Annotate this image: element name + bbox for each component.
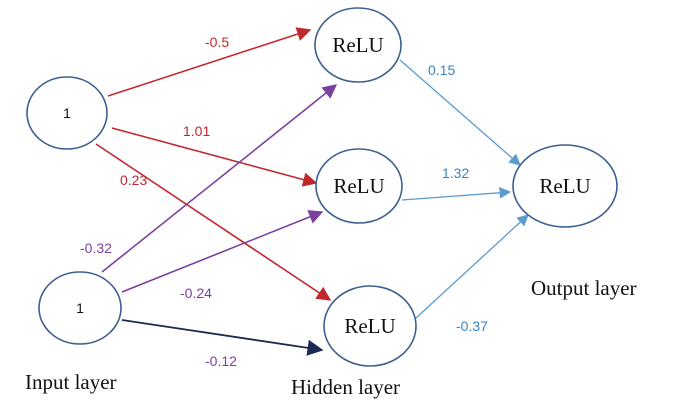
weight-label-in2-h1: -0.32 [80,240,112,256]
hidden-layer-label: Hidden layer [291,375,400,399]
weight-label-h1-out: 0.15 [428,62,455,78]
weight-label-h2-out: 1.32 [442,165,469,181]
hidden-node-3-label: ReLU [344,314,395,338]
hidden-node-1: ReLU [314,7,402,83]
edge-input2-hidden3 [121,319,324,356]
output-node-label: ReLU [539,174,590,198]
edge-input1-hidden3 [95,143,332,301]
hidden-node-2-label: ReLU [333,174,384,198]
edge-hidden2-output [401,186,512,201]
hidden-node-3: ReLU [323,285,417,367]
input-node-2-label: 1 [76,300,84,316]
weight-label-in1-h2: 1.01 [183,123,210,139]
input-layer-label: Input layer [25,370,117,394]
weight-label-in2-h2: -0.24 [180,285,212,301]
edge-input2-hidden2 [121,210,324,293]
input-node-1: 1 [26,76,108,150]
edge-hidden3-output [415,214,529,319]
input-node-1-label: 1 [63,105,71,121]
edge-input1-hidden1 [107,27,312,97]
output-node: ReLU [512,144,618,228]
hidden-node-1-label: ReLU [332,33,383,57]
weight-label-in2-h3: -0.12 [205,353,237,369]
weight-label-in1-h3: 0.23 [120,172,147,188]
output-layer-label: Output layer [531,276,637,300]
input-node-2: 1 [38,271,122,345]
hidden-node-2: ReLU [315,148,403,224]
edge-input2-hidden1 [101,84,338,273]
weight-label-h3-out: -0.37 [456,318,488,334]
edge-hidden1-output [399,59,521,166]
edge-input1-hidden2 [111,127,318,187]
weight-label-in1-h1: -0.5 [205,34,229,50]
